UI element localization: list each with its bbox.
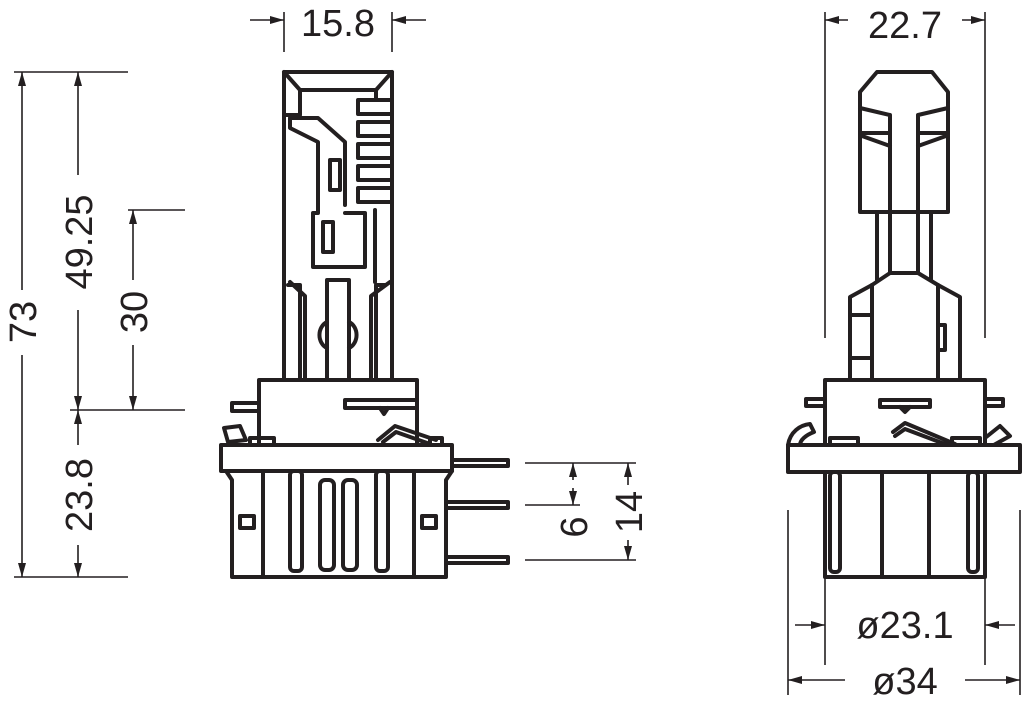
side-view-dimensions: 15.8 73 49.25 30 23.8 6 14 [3,3,651,578]
dim-capsule-height: 30 [114,291,156,333]
front-view-bulb [786,70,1022,579]
dim-base-diameter: ø23.1 [856,605,953,647]
dim-flange-diameter: ø34 [872,661,937,703]
dim-width-top: 15.8 [301,3,375,45]
dim-front-width-top: 22.7 [868,5,942,47]
side-view-bulb [219,70,510,579]
dim-pin-span: 14 [609,491,651,533]
front-view-dimensions: 22.7 ø23.1 ø34 [787,5,1021,703]
contact-pins [444,458,510,565]
dim-total-height: 73 [3,301,45,343]
dim-upper-height: 49.25 [59,194,101,289]
dim-pin-pitch: 6 [554,516,596,537]
heat-fins [356,98,394,204]
dim-base-height: 23.8 [59,458,101,532]
